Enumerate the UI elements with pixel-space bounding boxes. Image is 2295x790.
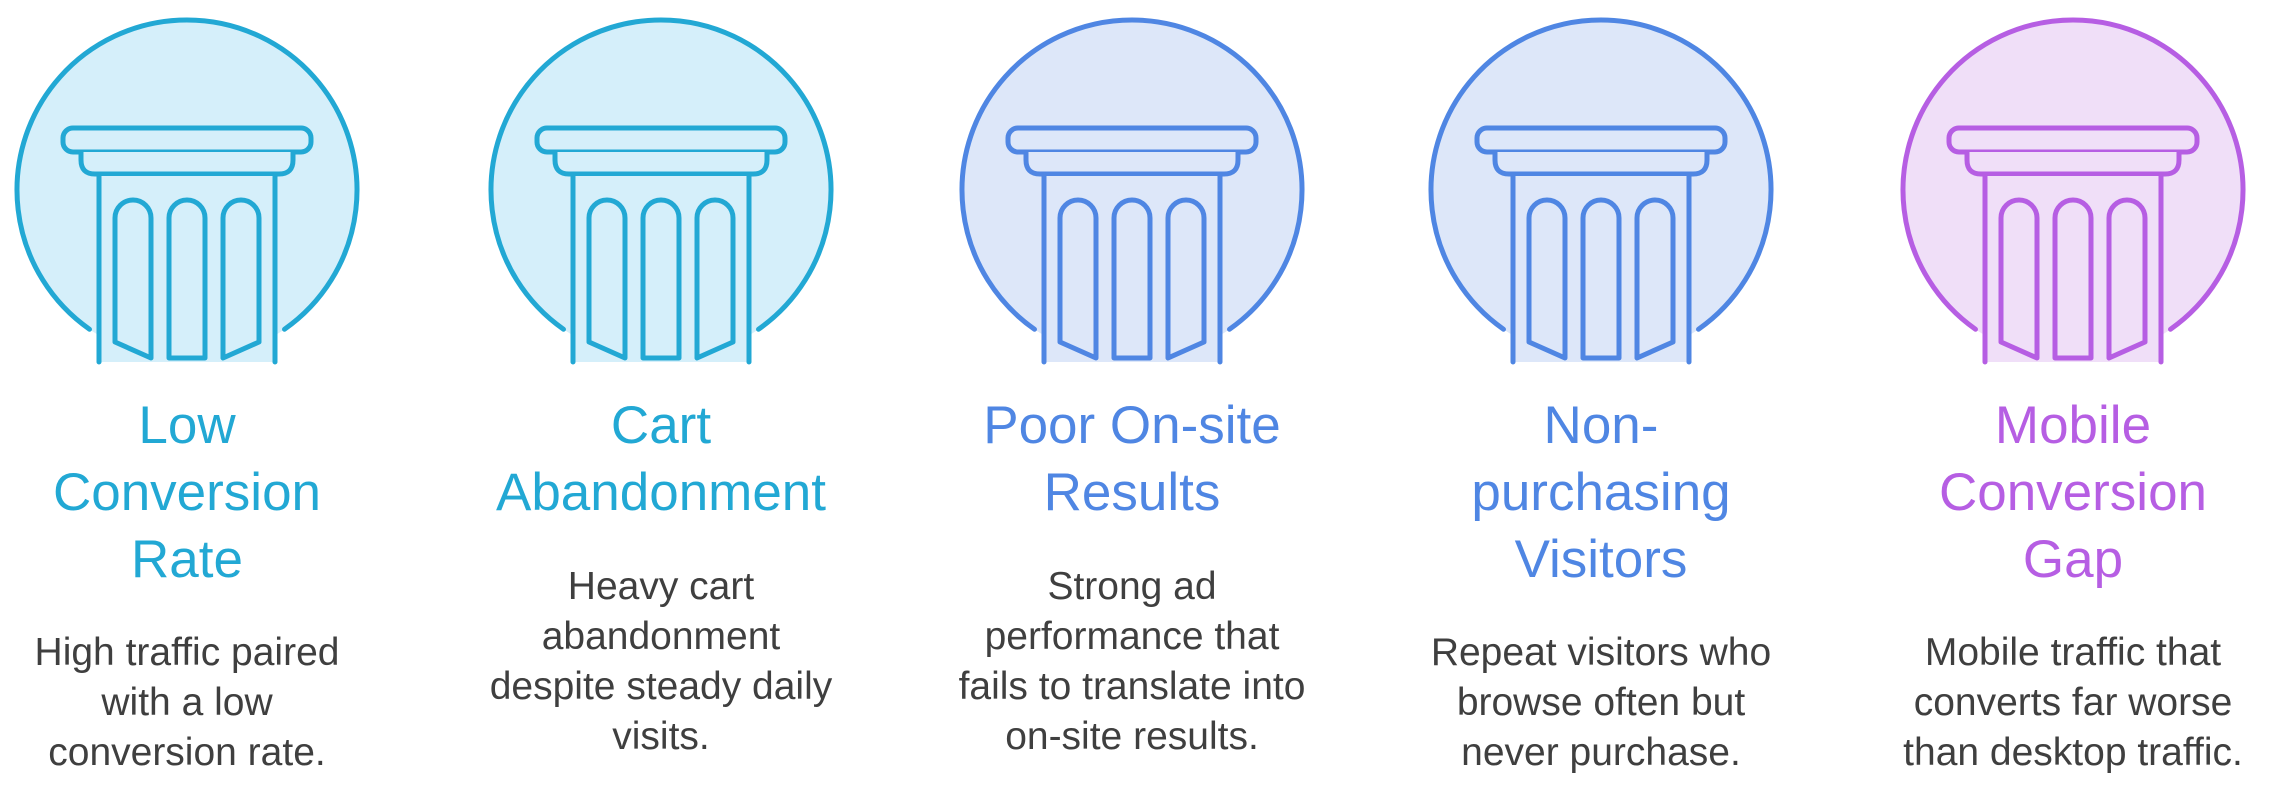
pillar-flute [112,197,154,361]
pillar-flute [2106,197,2148,361]
pillar-description: Strong ad performance that fails to tran… [902,562,1362,762]
pillar-description: High traffic paired with a low conversio… [0,628,417,778]
circle-outline [1900,17,2246,332]
pillar-description-line: Repeat visitors who [1430,631,1772,674]
pillar-description: Repeat visitors who browse often but nev… [1371,628,1831,778]
pillar-description-line: with a low [101,681,273,724]
pillar-description-line: Strong ad [1047,565,1217,608]
pillar-title: Mobile Conversion Gap [1843,392,2295,593]
pillar-description-line: converts far worse [1913,681,2233,724]
pillar-title-line: Poor On-site [983,396,1281,455]
pillar-shaft [570,171,752,365]
pillar-title-line: Conversion [1938,463,2208,522]
pillar-description-line: Mobile traffic that [1924,631,2222,674]
pillar-flute [220,197,262,361]
pillar-flute [1111,197,1153,361]
pillar-title-line: Low [138,396,236,455]
pillar-title: Non- purchasing Visitors [1371,392,1831,593]
pillar-description-line: despite steady daily [489,665,833,708]
pillar-icon [959,17,1305,365]
pillar-title-line: Results [1043,463,1221,522]
pillar-description-line: than desktop traffic. [1903,731,2243,774]
pillar-capital [1005,125,1259,155]
pillar-flute [1998,197,2040,361]
pillar-echinus [78,152,296,177]
pillar-flute [166,197,208,361]
pillar-shaft [96,171,278,365]
pillar-title-line: purchasing [1471,463,1731,522]
pillar-echinus [1492,152,1710,177]
pillar-description-line: visits. [612,715,710,758]
pillar-flute [694,197,736,361]
pillar-flute [586,197,628,361]
pillar-title: Poor On-site Results [902,392,1362,526]
pillar-shaft [1041,171,1223,365]
pillar-title-line: Abandonment [495,463,827,522]
pillar-flute [2052,197,2094,361]
pillar-title-line: Visitors [1514,530,1688,589]
pillar-description-line: browse often but [1456,681,1746,724]
pillar-non-purchasing-visitors: Non- purchasing Visitors Repeat visitors… [1371,0,1831,790]
pillar-description-line: High traffic paired [34,631,340,674]
pillar-flute [1580,197,1622,361]
pillar-cart-abandonment: Cart Abandonment Heavy cart abandonment … [431,0,891,790]
pillar-title-line: Conversion [52,463,322,522]
pillar-description-line: never purchase. [1461,731,1741,774]
pillar-title-line: Rate [131,530,243,589]
pillar-low-conversion-rate: Low Conversion Rate High traffic paired … [0,0,417,790]
pillar-description-line: performance that [984,615,1280,658]
pillar-icon [488,17,834,365]
pillar-icon [1900,17,2246,365]
pillar-description-line: abandonment [541,615,781,658]
pillar-capital [1946,125,2200,155]
pillar-title-line: Gap [2022,530,2124,589]
pillar-title: Low Conversion Rate [0,392,417,593]
pillar-shaft [1982,171,2164,365]
circle-outline [14,17,360,332]
pillar-flute [1634,197,1676,361]
pillar-description-line: conversion rate. [48,731,326,774]
pillar-flute [1165,197,1207,361]
circle-outline [1428,17,1774,332]
pillar-mobile-conversion-gap: Mobile Conversion Gap Mobile traffic tha… [1843,0,2295,790]
pillar-title-line: Cart [610,396,712,455]
pillar-capital [60,125,314,155]
pillar-description: Mobile traffic that converts far worse t… [1843,628,2295,778]
pillar-icon [1428,17,1774,365]
pillar-icon [14,17,360,365]
pillar-title-line: Mobile [1994,396,2152,455]
pillar-echinus [552,152,770,177]
pillar-capital [1474,125,1728,155]
pillar-description-line: fails to translate into [958,665,1306,708]
pillar-flute [640,197,682,361]
pillar-title-line: Non- [1543,396,1659,455]
pillar-flute [1057,197,1099,361]
circle-outline [488,17,834,332]
pillar-echinus [1023,152,1241,177]
pillar-capital [534,125,788,155]
circle-outline [959,17,1305,332]
pillar-description-line: on-site results. [1005,715,1259,758]
pillar-description-line: Heavy cart [567,565,755,608]
pillar-flute [1526,197,1568,361]
pillar-shaft [1510,171,1692,365]
pillar-title: Cart Abandonment [431,392,891,526]
pillar-echinus [1964,152,2182,177]
pillar-description: Heavy cart abandonment despite steady da… [431,562,891,762]
pillar-poor-on-site-results: Poor On-site Results Strong ad performan… [902,0,1362,790]
